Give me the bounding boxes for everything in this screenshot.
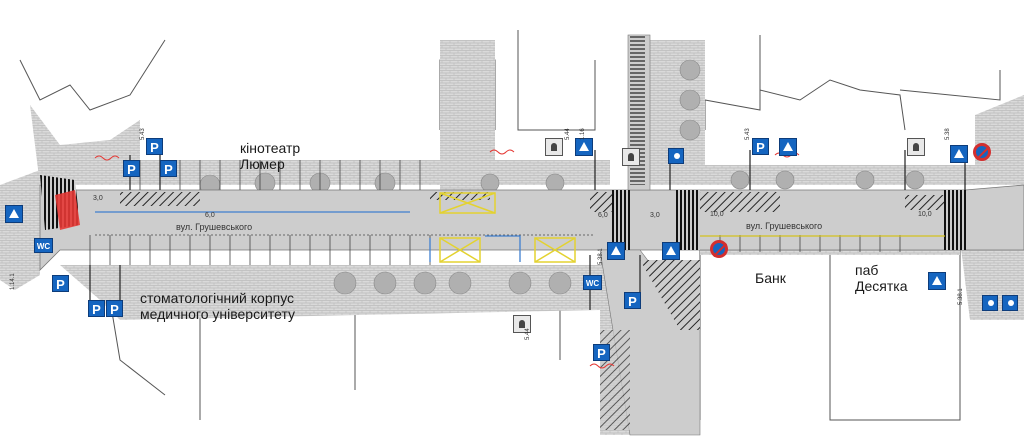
info-sign-icon (668, 148, 684, 164)
sign-code: 1.16 (580, 128, 586, 140)
no-stopping-sign-icon (710, 240, 728, 258)
dimension-d: 3,0 (650, 212, 660, 219)
parking-sign: P (752, 138, 769, 155)
parking-sign: P (160, 160, 177, 177)
parking-meter-icon (513, 315, 531, 333)
sign-code: 5.44 (525, 328, 531, 340)
pedestrian-crossing-sign-icon (575, 138, 593, 156)
no-stopping-sign-icon (973, 143, 991, 161)
pedestrian-crossing-sign-icon (5, 205, 23, 223)
pedestrian-crossing-sign-icon (607, 242, 625, 260)
parking-sign: P (624, 292, 641, 309)
sign-code: 5.44 (565, 128, 571, 140)
hatched-zones (120, 192, 950, 430)
dimension-c: 6,0 (598, 212, 608, 219)
parking-meter-icon (622, 148, 640, 166)
wc-sign: WC (583, 275, 602, 290)
info-sign-icon (982, 295, 998, 311)
pedestrian-crossing-sign-icon (779, 138, 797, 156)
label-cinema: кінотеатр Люмер (240, 140, 301, 172)
yellow-loading-boxes (439, 192, 576, 263)
info-sign-icon (1002, 295, 1018, 311)
dimension-f: 10,0 (918, 211, 932, 218)
parking-sign: P (52, 275, 69, 292)
pedestrian-crossing-sign-icon (928, 272, 946, 290)
pedestrian-crossing-sign-icon (950, 145, 968, 163)
dimension-a: 3,0 (93, 195, 103, 202)
parking-sign: P (106, 300, 123, 317)
pedestrian-crossing-sign-icon (662, 242, 680, 260)
label-dental-building: стоматологічний корпус медичного універс… (140, 290, 296, 322)
sign-code: 5.38.1 (598, 248, 604, 265)
tree-row (199, 59, 925, 295)
sign-code: 5.43 (745, 128, 751, 140)
pedestrian-crossings (40, 175, 966, 250)
street-name-east: вул. Грушевського (746, 221, 823, 231)
sign-code: 5.38.1 (958, 288, 964, 305)
street-name-west: вул. Грушевського (176, 222, 253, 232)
parking-sign: P (146, 138, 163, 155)
label-pub: паб Десятка (855, 262, 908, 294)
parking-sign: P (593, 344, 610, 361)
lane-markings (95, 211, 945, 262)
parking-sign: P (123, 160, 140, 177)
sign-code: 1.14.1 (10, 273, 16, 290)
dimension-b: 6,0 (205, 212, 215, 219)
parking-meter-icon (545, 138, 563, 156)
dimension-e: 10,0 (710, 211, 724, 218)
parking-sign: P (88, 300, 105, 317)
wc-sign: WC (34, 238, 53, 253)
parking-meter-icon (907, 138, 925, 156)
sign-code: 5.38 (945, 128, 951, 140)
sign-code: 5.43 (140, 128, 146, 140)
label-bank: Банк (755, 270, 786, 286)
